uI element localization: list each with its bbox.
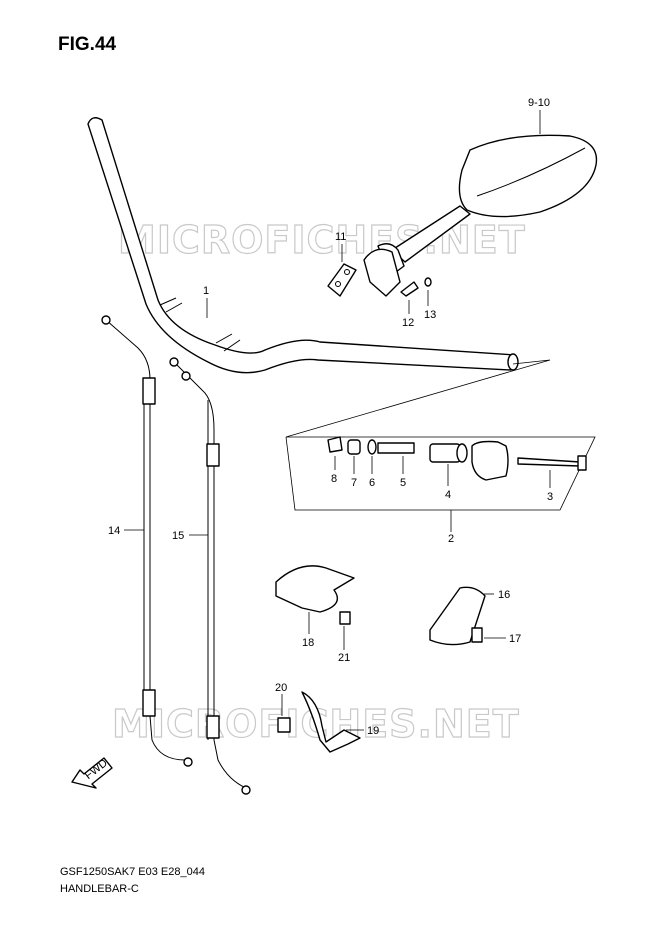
mirror xyxy=(363,134,598,297)
bolt-20 xyxy=(277,717,291,733)
balancer-assembly xyxy=(327,436,587,481)
bolt-21 xyxy=(339,611,351,625)
figure-title: FIG.44 xyxy=(58,34,117,55)
callout-6: 6 xyxy=(369,477,375,489)
callout-11: 11 xyxy=(335,231,346,243)
callout-21: 21 xyxy=(338,652,350,664)
callout-18: 18 xyxy=(302,637,314,649)
callout-20: 20 xyxy=(275,682,287,694)
throttle-cable-15 xyxy=(169,357,251,795)
callout-7: 7 xyxy=(351,477,357,489)
mirror-bracket xyxy=(327,263,357,297)
callout-9-10: 9-10 xyxy=(528,97,550,109)
mirror-washer xyxy=(424,277,432,287)
callout-12: 12 xyxy=(402,317,414,329)
mirror-screw xyxy=(400,281,419,297)
fwd-arrow-icon: FWD xyxy=(71,757,113,789)
callout-19: 19 xyxy=(367,725,379,737)
bolt-17 xyxy=(471,627,483,643)
callout-17: 17 xyxy=(509,633,521,645)
callout-16: 16 xyxy=(498,589,510,601)
callout-2: 2 xyxy=(448,533,454,545)
callout-13: 13 xyxy=(424,309,436,321)
callout-15: 15 xyxy=(172,530,184,542)
callout-5: 5 xyxy=(400,477,406,489)
cable-clamp-18 xyxy=(275,565,355,613)
throttle-cable-14 xyxy=(101,315,193,767)
callout-4: 4 xyxy=(445,489,451,501)
cable-clamp-16 xyxy=(429,586,486,646)
callout-8: 8 xyxy=(331,473,337,485)
cable-clip-19 xyxy=(301,691,361,753)
watermark-top: MICROFICHES.NET xyxy=(118,218,526,262)
callout-1: 1 xyxy=(203,285,209,297)
footer-name: HANDLEBAR-C xyxy=(60,883,139,895)
handlebar xyxy=(87,117,519,374)
callout-14: 14 xyxy=(108,525,120,537)
callout-3: 3 xyxy=(547,491,553,503)
footer-code: GSF1250SAK7 E03 E28_044 xyxy=(60,866,205,878)
